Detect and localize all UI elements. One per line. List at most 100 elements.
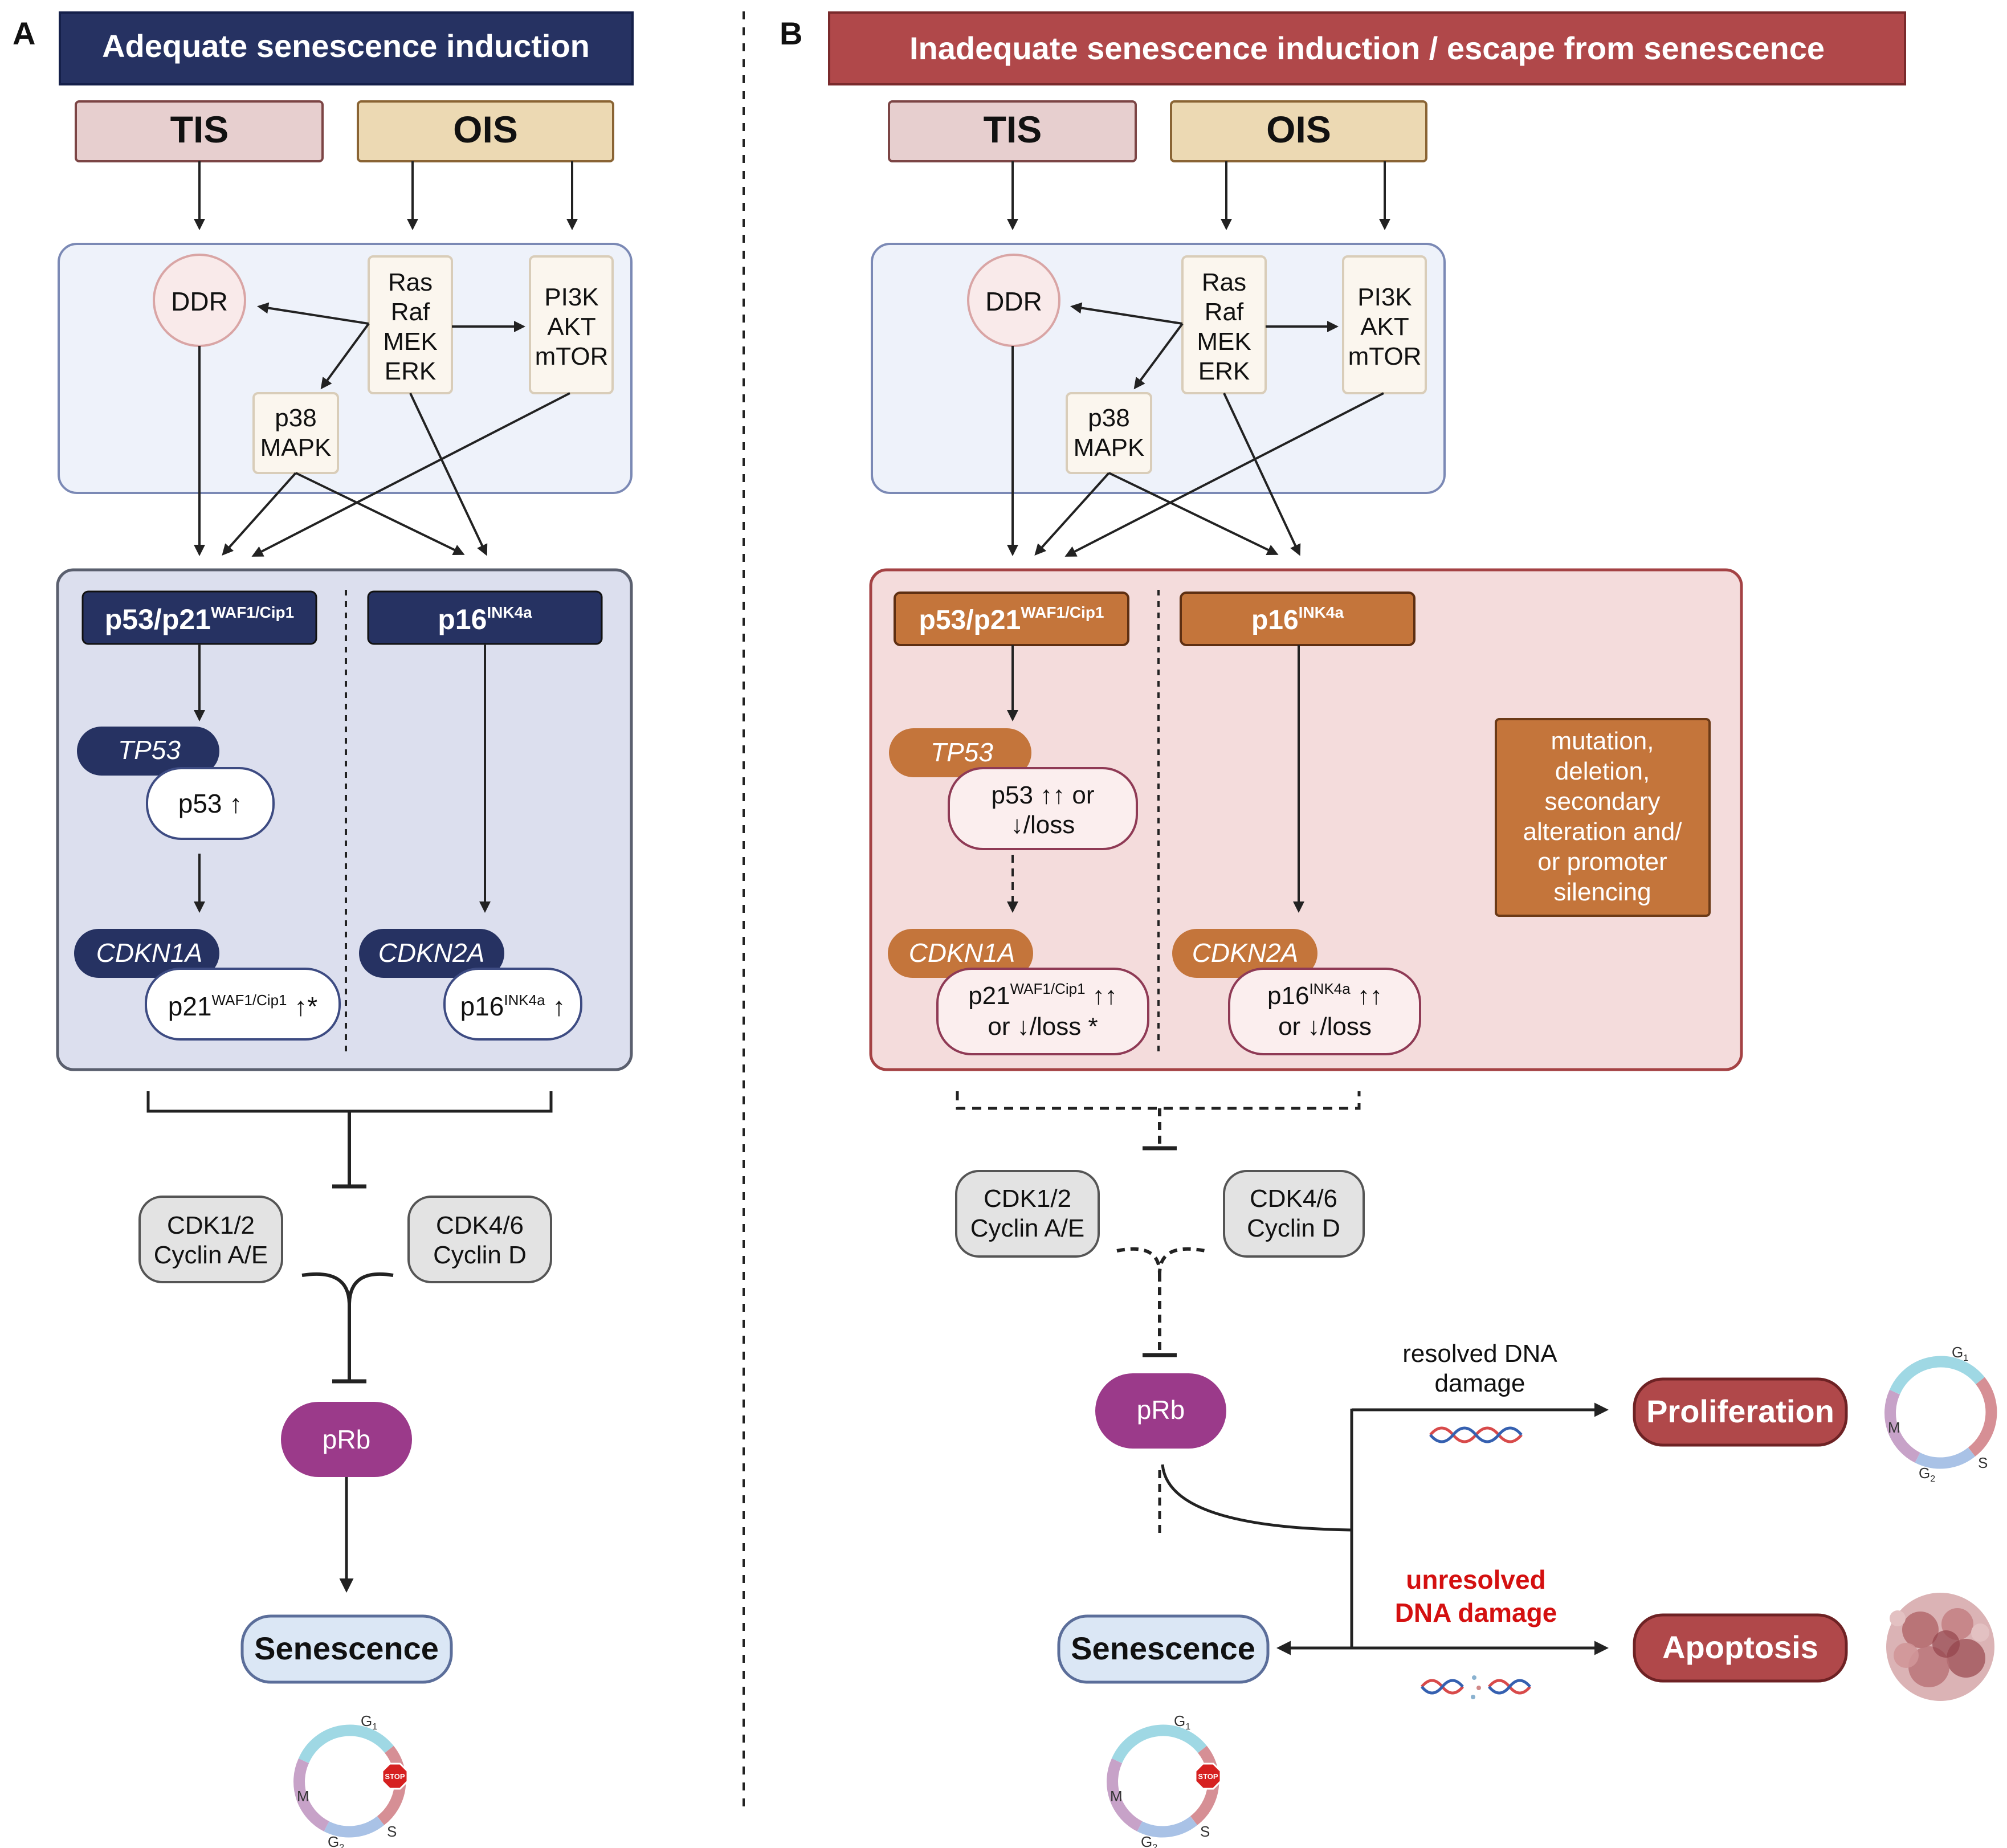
tp53-gene-tag [77,727,219,776]
panel-a: A Adequate senescence induction TIS OIS … [13,11,634,1848]
svg-text:G2: G2 [1141,1833,1157,1848]
p21-protein-b-line1: p21WAF1/Cip1 ↑↑ [968,980,1117,1010]
stop-sign-icon [381,1763,409,1790]
dna-intact-icon [1429,1426,1523,1443]
p21-protein [145,968,341,1041]
unresolved-label: unresolved [1406,1565,1545,1594]
panel-b-letter: B [780,15,802,51]
svg-text:or promoter: or promoter [1537,848,1667,876]
svg-text:Ras: Ras [1202,268,1246,296]
panel-a-title-banner [59,11,634,85]
raf-label: Raf [391,298,430,326]
cdk46-cyclin-d-b [1223,1170,1365,1258]
ois-box [357,100,614,162]
p38-label: p38 [275,404,316,432]
svg-text:DNA damage: DNA damage [1395,1598,1557,1627]
prb-node [281,1402,412,1477]
svg-text:CDK1/2: CDK1/2 [984,1185,1071,1213]
senescence-label: Senescence [254,1630,439,1666]
tis-label: TIS [170,108,229,150]
ois-label: OIS [453,108,518,150]
svg-text:or ↓/loss: or ↓/loss [1278,1013,1372,1041]
svg-text:MAPK: MAPK [1074,434,1145,462]
p16-protein-b-line1: p16INK4a ↑↑ [1267,980,1382,1010]
pi3k-label: PI3K [544,283,598,311]
svg-text:deletion,: deletion, [1555,757,1650,785]
panel-a-letter: A [13,15,35,51]
cell-cycle-icon: G1 M G2 S [1884,1344,1997,1484]
p21-protein-b [936,968,1149,1055]
apoptotic-cells-icon [1886,1593,1994,1701]
svg-text:silencing: silencing [1553,878,1651,906]
svg-text:p38: p38 [1088,404,1129,432]
pi3k-akt-mtor-box-b [1342,255,1427,394]
svg-text:M: M [1110,1788,1123,1805]
ois-box-b [1170,100,1427,162]
ddr-label-b: DDR [985,287,1042,316]
svg-text:S: S [1978,1454,1988,1471]
svg-text:secondary: secondary [1544,788,1660,815]
svg-text:mutation,: mutation, [1551,727,1654,755]
p16-protein-b [1228,968,1421,1055]
cdkn2a-gene-tag-b [1172,929,1317,978]
cyclin-d-label: Cyclin D [433,1241,527,1269]
svg-text:CDKN2A: CDKN2A [1192,938,1299,968]
p53-p21-header-label: p53/p21WAF1/Cip1 [105,603,294,635]
p53-protein [146,767,275,840]
cdk46-cyclin-d [407,1196,552,1283]
mutation-box [1495,718,1711,917]
svg-text:↓/loss: ↓/loss [1011,811,1075,839]
svg-text:CDKN1A: CDKN1A [909,938,1015,968]
senescence-node [240,1614,453,1684]
svg-text:G2: G2 [1919,1464,1935,1484]
pi3k-akt-mtor-box [529,255,614,394]
svg-text:Raf: Raf [1205,298,1244,326]
p21-protein-label: p21WAF1/Cip1 ↑* [168,992,317,1021]
svg-text:S: S [387,1823,397,1840]
p16-protein [443,968,582,1041]
p53-p21-header-b-label: p53/p21WAF1/Cip1 [919,603,1104,635]
inhibition-bracket [146,1091,553,1113]
svg-text:Cyclin D: Cyclin D [1247,1214,1340,1242]
pathway-box-b [869,568,1743,1071]
svg-text:G1: G1 [361,1712,377,1732]
svg-text:STOP: STOP [1198,1772,1218,1781]
svg-text:mTOR: mTOR [1348,342,1422,370]
svg-text:TP53: TP53 [931,737,993,767]
cdkn1a-gene-tag [74,929,219,978]
stop-sign-icon-b [1194,1763,1222,1790]
senescence-node-b [1057,1614,1270,1684]
svg-text:M: M [1888,1419,1900,1436]
cdkn2a-gene-label: CDKN2A [378,938,485,968]
panel-b-title: Inadequate senescence induction / escape… [909,30,1825,66]
svg-text:S: S [1200,1823,1210,1840]
svg-text:PI3K: PI3K [1357,283,1412,311]
svg-text:damage: damage [1434,1369,1525,1397]
ras-label: Ras [388,268,433,296]
svg-text:CDK4/6: CDK4/6 [1250,1185,1337,1213]
svg-text:alteration and/: alteration and/ [1523,818,1683,846]
erk-label: ERK [385,357,436,385]
prb-node-b [1095,1373,1226,1449]
cdk12-cyclin-ae [138,1196,283,1283]
svg-text:or ↓/loss *: or ↓/loss * [988,1013,1098,1041]
svg-text:Senescence: Senescence [1071,1630,1255,1666]
svg-text:MEK: MEK [1197,328,1251,356]
svg-text:ERK: ERK [1198,357,1250,385]
p53-protein-label: p53 ↑ [178,789,243,818]
p53-protein-b [948,767,1138,850]
svg-text:M: M [297,1788,309,1805]
stop-label: STOP [385,1772,405,1781]
svg-text:pRb: pRb [1137,1395,1185,1425]
dna-broken-icon [1421,1675,1531,1699]
p16-protein-label: p16INK4a ↑ [460,992,566,1021]
cell-cycle-arrest-icon-b: STOP G1 M G2 S [1107,1712,1222,1848]
cyclin-ae-label: Cyclin A/E [154,1241,268,1269]
prb-label: pRb [323,1425,370,1454]
svg-text:G2: G2 [328,1833,344,1848]
mek-label: MEK [383,328,437,356]
inhibition-bracket-b [956,1091,1361,1110]
svg-text:AKT: AKT [1360,313,1409,341]
svg-text:p53 ↑↑ or: p53 ↑↑ or [992,781,1095,809]
